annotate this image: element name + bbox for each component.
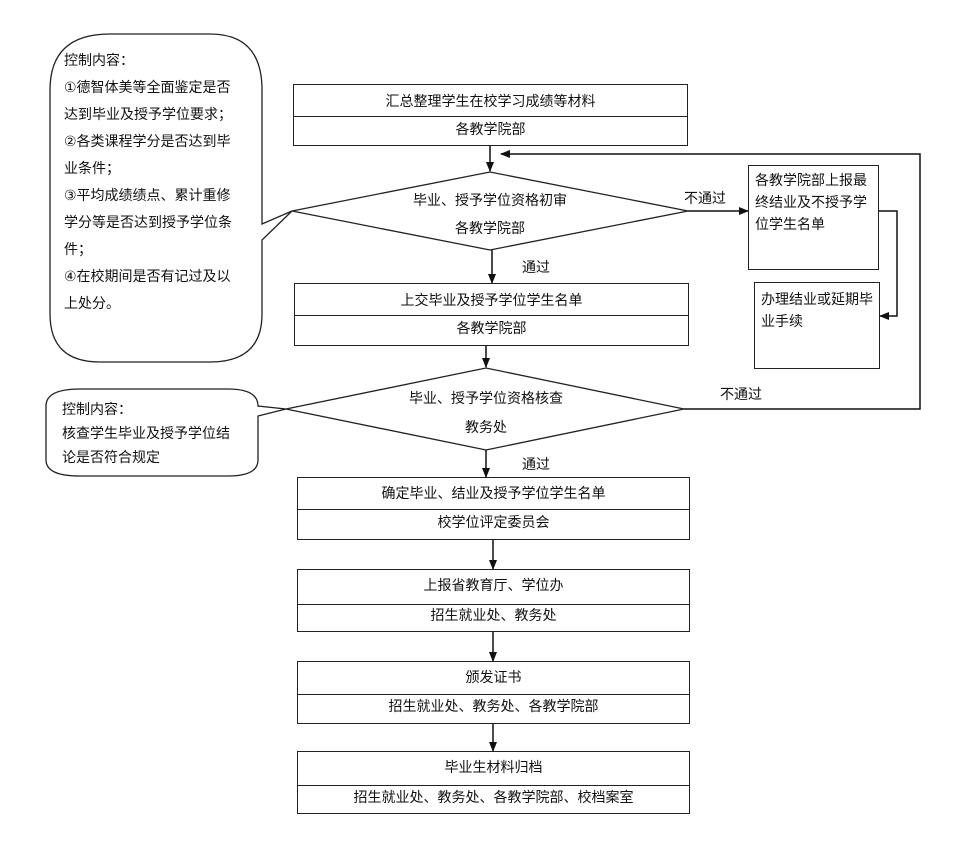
divider	[295, 315, 688, 316]
decision2-owner: 教务处	[465, 420, 507, 436]
divider	[294, 116, 687, 117]
step-title: 上报省教育厅、学位办	[423, 578, 564, 594]
divider	[298, 604, 689, 605]
step-owner: 招生就业处、教务处、各教学院部、校档案室	[353, 790, 634, 806]
decision2-pass-label: 通过	[522, 457, 550, 473]
divider	[298, 785, 689, 786]
note1-bubble	[49, 33, 293, 363]
step-owner: 各教学院部	[455, 122, 526, 138]
step-archive-materials: 毕业生材料归档 招生就业处、教务处、各教学院部、校档案室	[297, 751, 690, 814]
note1-content: 控制内容： ①德智体美等全面鉴定是否达到毕业及授予学位要求； ②各类课程学分是否…	[64, 48, 244, 318]
step-report-province: 上报省教育厅、学位办 招生就业处、教务处	[297, 569, 690, 632]
step-title: 上交毕业及授予学位学生名单	[400, 293, 583, 309]
decision1-title: 毕业、授予学位资格初审	[413, 193, 567, 209]
arrow-report-to-handle	[879, 210, 898, 320]
step-title: 毕业生材料归档	[444, 760, 543, 776]
decision1-pass-label: 通过	[522, 260, 550, 276]
note1-item: ④在校期间是否有记过及以上处分。	[64, 269, 231, 312]
decision2-title: 毕业、授予学位资格核查	[409, 391, 563, 407]
step-owner: 各教学院部	[456, 321, 527, 337]
step-owner: 校学位评定委员会	[437, 515, 550, 531]
note2-bubble	[45, 388, 287, 477]
note2-content: 控制内容： 核查学生毕业及授予学位结论是否符合规定	[62, 398, 234, 470]
note1-item: ②各类课程学分是否达到毕业条件；	[64, 134, 231, 177]
report-final-list-text: 各教学院部上报最终结业及不授予学位学生名单	[755, 173, 867, 233]
step-submit-list: 上交毕业及授予学位学生名单 各教学院部	[294, 283, 689, 346]
step-owner: 招生就业处、教务处	[430, 608, 557, 624]
step-owner: 招生就业处、教务处、各教学院部	[388, 699, 599, 715]
note2-body: 核查学生毕业及授予学位结论是否符合规定	[62, 426, 230, 466]
decision1-owner: 各教学院部	[455, 221, 525, 237]
handle-procedures-box: 办理结业或延期毕业手续	[754, 282, 880, 369]
divider	[298, 509, 689, 510]
step-title: 确定毕业、结业及授予学位学生名单	[381, 486, 606, 502]
note2-title: 控制内容：	[62, 402, 132, 418]
decision2-fail-label: 不通过	[720, 387, 762, 403]
step-collect-materials: 汇总整理学生在校学习成绩等材料 各教学院部	[293, 84, 688, 146]
handle-procedures-text: 办理结业或延期毕业手续	[761, 292, 873, 330]
divider	[298, 694, 689, 695]
arrow-decision2-loop-back	[500, 150, 921, 410]
report-final-list-box: 各教学院部上报最终结业及不授予学位学生名单	[748, 165, 879, 270]
decision1-fail-label: 不通过	[684, 191, 726, 207]
note1-item: ①德智体美等全面鉴定是否达到毕业及授予学位要求；	[64, 80, 232, 123]
step-title: 颁发证书	[465, 670, 522, 686]
step-title: 汇总整理学生在校学习成绩等材料	[385, 94, 596, 110]
note1-item: ③平均成绩绩点、累计重修学分等是否达到授予学位条件；	[64, 188, 232, 258]
step-confirm-list: 确定毕业、结业及授予学位学生名单 校学位评定委员会	[297, 477, 690, 540]
step-issue-certificates: 颁发证书 招生就业处、教务处、各教学院部	[297, 661, 690, 724]
note1-title: 控制内容：	[64, 53, 134, 69]
